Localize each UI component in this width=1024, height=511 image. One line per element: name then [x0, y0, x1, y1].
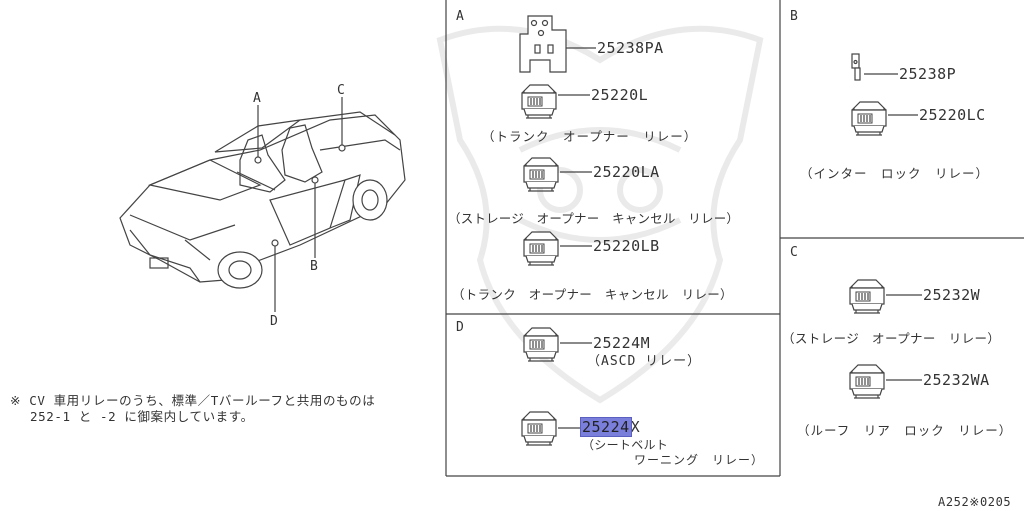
car-illustration — [119, 111, 406, 289]
part-number-25232wa[interactable]: 25232WA — [923, 371, 990, 389]
section-c-label: C — [790, 245, 798, 260]
note-line-1: ※ CV 車用リレーのうち、標準／Tバールーフと共用のものは — [10, 393, 376, 408]
caption-25224m: （ASCD リレー） — [587, 354, 702, 369]
car-leader-lines — [257, 97, 343, 312]
caption-25220l: （トランク オープナー リレー） — [482, 129, 698, 144]
bracket-25238pa-drawing — [519, 15, 596, 73]
diagram-code: A252※0205 — [938, 495, 1012, 509]
watermark-crest — [436, 25, 764, 404]
caption-25224x-line-2: ワーニング リレー） — [634, 453, 765, 467]
caption-25232wa: （ルーフ リア ロック リレー） — [797, 423, 1013, 438]
caption-25220la: （ストレージ オープナー キャンセル リレー） — [448, 211, 740, 226]
part-number-25220l[interactable]: 25220L — [591, 86, 649, 104]
note-line-2: 252-1 と -2 に御案内しています。 — [30, 409, 254, 424]
callout-b: B — [310, 259, 318, 274]
part-number-25238p[interactable]: 25238P — [899, 65, 957, 83]
highlighted-part-number[interactable]: 25224 — [580, 417, 632, 437]
section-a-label: A — [456, 9, 464, 24]
caption-25220lc: （インター ロック リレー） — [800, 166, 990, 181]
part-number-25232w[interactable]: 25232W — [923, 286, 981, 304]
caption-25220lb: （トランク オープナー キャンセル リレー） — [452, 287, 733, 302]
caption-25232w: （ストレージ オープナー リレー） — [782, 331, 1001, 346]
part-number-suffix: X — [630, 418, 641, 436]
panel-frame — [445, 0, 1024, 477]
callout-c: C — [337, 83, 345, 98]
part-number-25220la[interactable]: 25220LA — [593, 163, 660, 181]
callout-a: A — [253, 91, 261, 106]
callout-d: D — [270, 314, 278, 329]
part-number-25220lc[interactable]: 25220LC — [919, 106, 986, 124]
section-d-label: D — [456, 320, 464, 335]
part-number-25238pa[interactable]: 25238PA — [597, 39, 664, 57]
part-number-25220lb[interactable]: 25220LB — [593, 237, 660, 255]
bracket-25238p-drawing — [851, 53, 898, 81]
part-number-25224x[interactable]: 25224X — [580, 417, 641, 437]
caption-25224x-line-1: （シートベルト — [582, 438, 669, 452]
part-number-25224m[interactable]: 25224M — [593, 334, 651, 352]
section-b-label: B — [790, 9, 798, 24]
